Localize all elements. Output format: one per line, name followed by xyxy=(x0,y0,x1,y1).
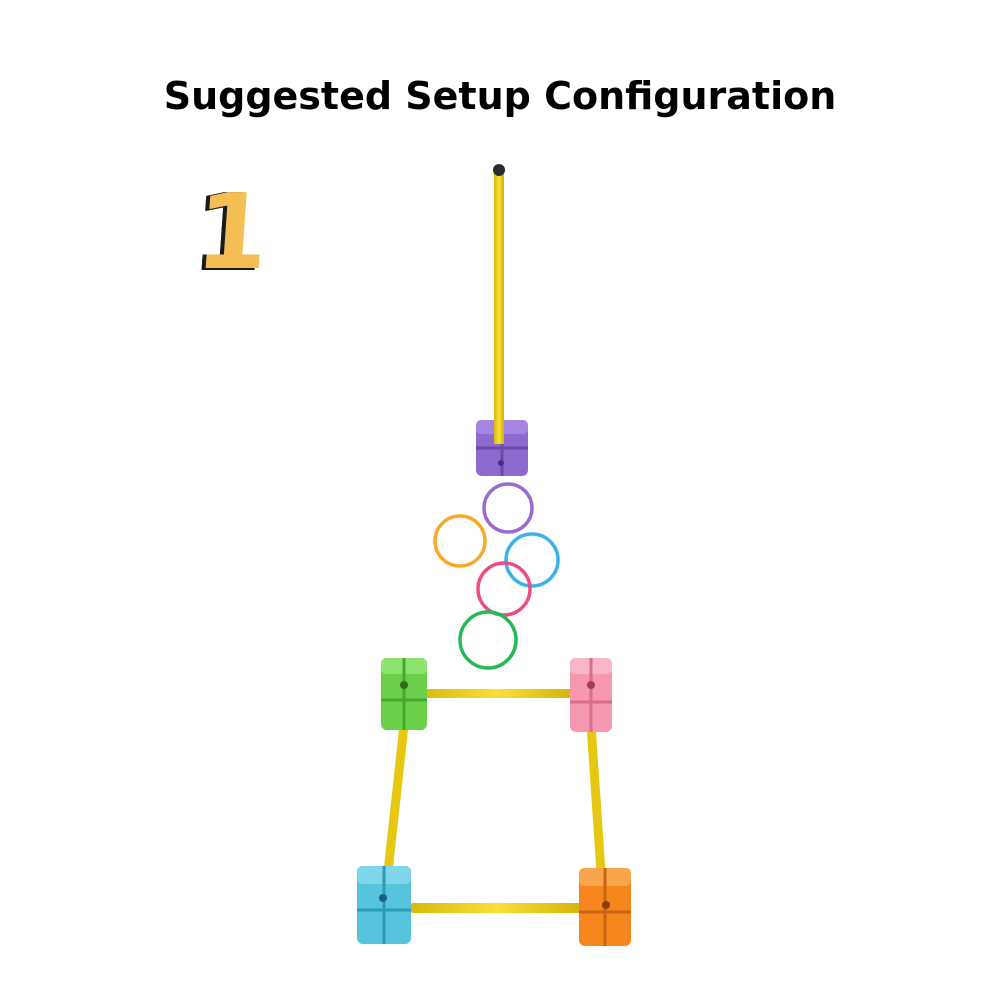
pink-ring xyxy=(476,561,532,617)
page-title: Suggested Setup Configuration xyxy=(163,74,837,118)
green-ring xyxy=(458,610,518,670)
orange-block xyxy=(579,868,631,946)
blue-block xyxy=(357,866,411,944)
throwing-rings xyxy=(433,482,560,670)
green-block xyxy=(381,658,427,730)
bottom-rod xyxy=(410,903,585,913)
pole-tip xyxy=(493,164,505,176)
frame-rods xyxy=(383,689,606,913)
vertical-pole xyxy=(493,164,505,450)
pole-shaft xyxy=(494,170,504,450)
top-rod xyxy=(420,689,575,698)
orange-ring xyxy=(433,514,487,568)
purple-ring xyxy=(482,482,534,534)
pink-block xyxy=(570,658,612,732)
purple-base-block xyxy=(476,420,528,476)
left-rod xyxy=(383,720,409,877)
blue-ring xyxy=(504,532,560,588)
right-rod xyxy=(586,720,606,877)
